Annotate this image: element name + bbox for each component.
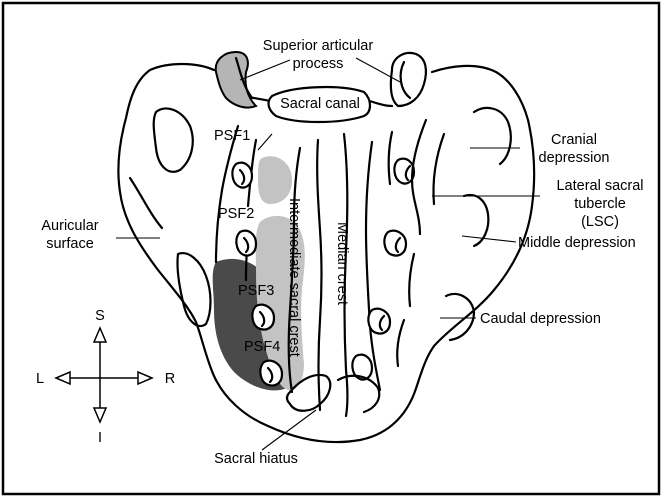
leader-sacral-hiatus — [262, 410, 316, 450]
label-psf4: PSF4 — [244, 339, 280, 355]
arrow-right-icon — [138, 372, 152, 384]
leader-psf1 — [258, 134, 272, 150]
left-upper-concavity — [154, 108, 193, 171]
label-sacral-canal: Sacral canal — [280, 96, 360, 112]
label-intermediate-sacral-crest: Intermediate sacral crest — [286, 198, 302, 357]
median-crest-left — [317, 140, 321, 410]
label-auricular-surface-1: Auricular — [41, 218, 98, 234]
label-cranial-depression-1: Cranial — [551, 132, 597, 148]
label-middle-depression: Middle depression — [518, 235, 636, 251]
compass-superior: S — [95, 308, 105, 324]
right-psf2-foramen — [384, 231, 406, 256]
label-lateral-sacral-tubercle-2: tubercle — [574, 196, 626, 212]
label-caudal-depression: Caudal depression — [480, 311, 601, 327]
caudal-depression-contour — [446, 294, 474, 340]
left-intermediate-ridge — [216, 126, 238, 262]
orientation-compass: S I L R — [36, 308, 175, 446]
label-median-crest: Median crest — [334, 222, 350, 305]
label-auricular-surface-2: surface — [46, 236, 94, 252]
label-cranial-depression-2: depression — [539, 150, 610, 166]
label-superior-articular-process-2: process — [293, 56, 344, 72]
arrow-left-icon — [56, 372, 70, 384]
compass-right: R — [165, 371, 175, 387]
label-lateral-sacral-tubercle-3: (LSC) — [581, 214, 619, 230]
cranial-depression-contour — [474, 108, 511, 164]
compass-inferior: I — [98, 430, 102, 446]
label-lateral-sacral-tubercle-1: Lateral sacral — [556, 178, 643, 194]
auricular-surface-contour — [177, 253, 210, 326]
label-psf3: PSF3 — [238, 283, 274, 299]
compass-left: L — [36, 371, 44, 387]
right-psf3-foramen — [368, 309, 390, 334]
leader-middle-depression — [462, 236, 516, 242]
arrow-down-icon — [94, 408, 106, 422]
label-superior-articular-process-1: Superior articular — [263, 38, 374, 54]
label-psf1: PSF1 — [214, 128, 250, 144]
label-sacral-hiatus: Sacral hiatus — [214, 451, 298, 467]
right-intermediate-crest — [366, 142, 380, 390]
arrow-up-icon — [94, 328, 106, 342]
label-psf2: PSF2 — [218, 206, 254, 222]
